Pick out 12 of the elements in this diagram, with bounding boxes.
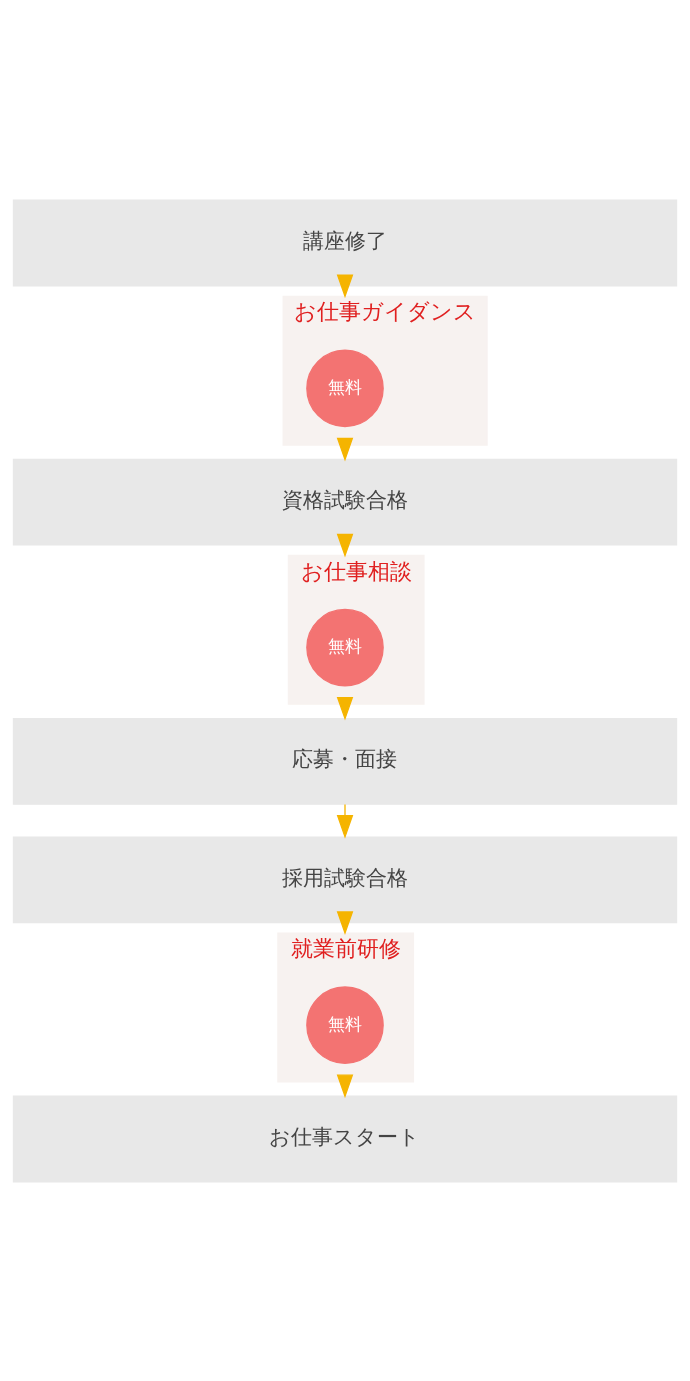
arrow (336, 910, 354, 935)
arrow (336, 803, 354, 839)
node-circle: 無料 (306, 608, 384, 686)
arrow (336, 437, 354, 461)
node-box: お仕事スタート (12, 1095, 678, 1182)
node-circle: 無料 (306, 985, 384, 1064)
node-box: 応募・面接 (12, 717, 678, 805)
node-circle: 無料 (306, 349, 384, 427)
arrow (336, 533, 354, 557)
arrow (336, 1074, 354, 1098)
arrow (336, 696, 354, 721)
arrow (336, 274, 354, 298)
